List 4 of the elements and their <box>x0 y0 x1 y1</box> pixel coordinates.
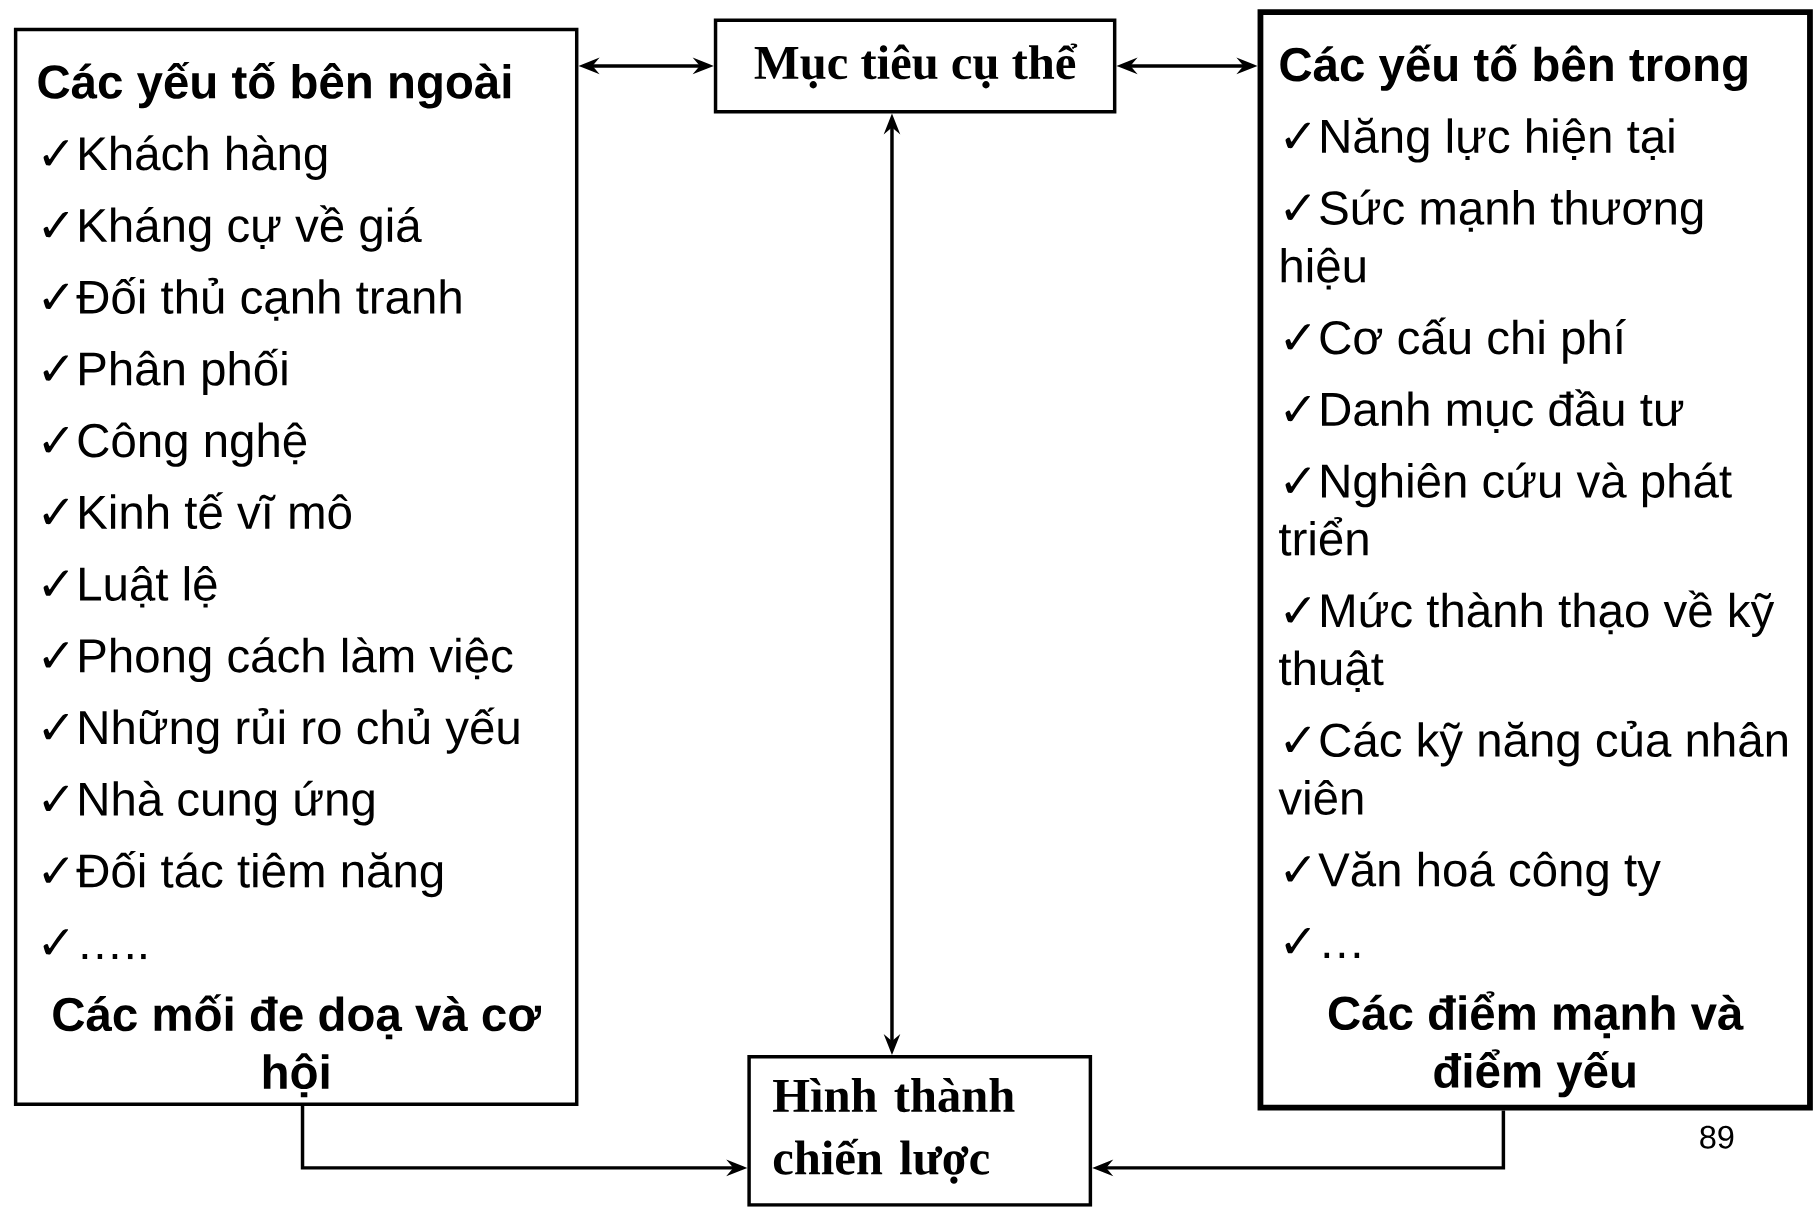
factor-list-box: Các yếu tố bên ngoài ✓Khách hàng ✓Kháng cự về giá ✓Đối thủ cạnh tranh ✓Phân phối ✓Công nghệ ✓Kinh tế vĩ mô ✓Luật lệ ✓Phong cách làm việc ✓Những rủi ro chủ yếu ✓Nhà cung ứng ✓Đối tác tiêm năng ✓….. Các mối đe doạ và cơ hội <box>13 27 579 1107</box>
goal-box: Mục tiêu cụ thể <box>713 18 1117 114</box>
factor-list-box: Các yếu tố bên trong ✓Năng lực hiện tại ✓Sức mạnh thương hiệu ✓Cơ cấu chi phí ✓Danh mục đầu tư ✓Nghiên cứu và phát triển ✓Mức thành thạo về kỹ thuật ✓Các kỹ năng của nhân viên ✓Văn hoá công ty ✓… Các điểm mạnh và điểm yếu <box>1257 9 1813 1111</box>
strategy-box: Hình thành chiến lược <box>747 1055 1093 1207</box>
